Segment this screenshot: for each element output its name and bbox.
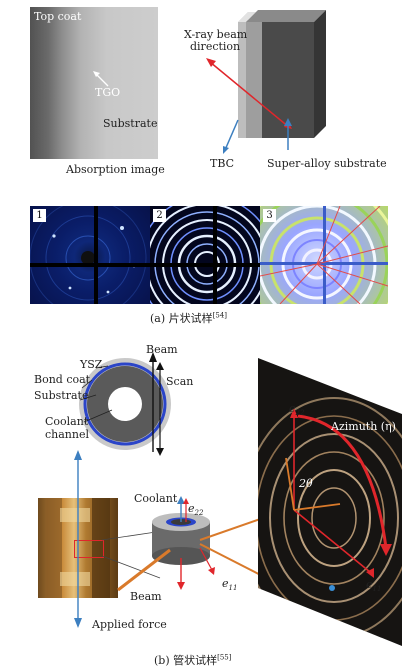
substrate-label: Substrate (103, 117, 158, 130)
caption-b: (b) 管状试样[55] (154, 652, 232, 668)
beam-direction-label-2: direction (190, 40, 241, 53)
tgo-label: TGO (95, 86, 121, 99)
pattern-1-label: 1 (33, 209, 46, 222)
detector-e11-axis (293, 509, 371, 573)
two-theta-label: 2θ (299, 477, 313, 490)
xray-beam-arrow (209, 61, 291, 129)
pattern-2-label: 2 (153, 209, 166, 222)
detector-e22-label: e22 (289, 402, 305, 418)
rig-e22-label: e22 (188, 502, 204, 518)
caption-a: (a) 片状试样[54] (150, 310, 227, 326)
tube-cross-section (79, 352, 171, 456)
top-coat-label: Top coat (34, 10, 82, 23)
caption-a-main: (a) 片状试样 (150, 312, 213, 325)
rig-beam-label: Beam (130, 590, 162, 603)
rig-highlight-box (74, 540, 104, 558)
tgo-arrow (93, 71, 109, 87)
azimuth-arc (297, 414, 388, 549)
rig-e11-label: e11 (222, 577, 238, 593)
ysz-label: YSZ (80, 358, 103, 371)
diffraction-pattern-2: 2 (150, 206, 260, 304)
azimuth-label: Azimuth (η) (331, 420, 396, 433)
tube-substrate-label: Substrate (34, 389, 89, 402)
caption-b-main: (b) 管状试样 (154, 654, 218, 667)
coolant-label: Coolant (134, 492, 178, 505)
coolant-channel-label-1: Coolant (45, 415, 89, 428)
absorption-caption: Absorption image (66, 163, 165, 176)
caption-b-ref: [55] (217, 653, 232, 662)
specimen-diagram (206, 10, 326, 154)
detector-image (258, 358, 402, 646)
scan-label: Scan (166, 375, 194, 388)
rig-diagram (74, 450, 260, 628)
superalloy-label: Super-alloy substrate (267, 157, 387, 170)
detector-e11-label: e11 (366, 578, 382, 594)
absorption-image (30, 7, 158, 159)
diffraction-pattern-3: 3 (260, 206, 388, 304)
panel-b: YSZ Bond coat Substrate Coolant channel … (0, 340, 418, 668)
diffraction-pattern-1: 1 (30, 206, 150, 304)
superalloy-block (246, 10, 326, 22)
coolant-channel-label-2: channel (45, 428, 89, 441)
beam-direction-label-1: X-ray beam (184, 28, 248, 41)
pattern-3-label: 3 (263, 209, 276, 222)
caption-a-ref: [54] (212, 311, 228, 320)
applied-force-label: Applied force (92, 618, 167, 631)
panel-a: Top coat TGO Substrate Absorption image … (30, 7, 388, 326)
bond-coat-label: Bond coat (34, 373, 91, 386)
tube-beam-label: Beam (146, 343, 178, 356)
tbc-label: TBC (210, 157, 235, 170)
